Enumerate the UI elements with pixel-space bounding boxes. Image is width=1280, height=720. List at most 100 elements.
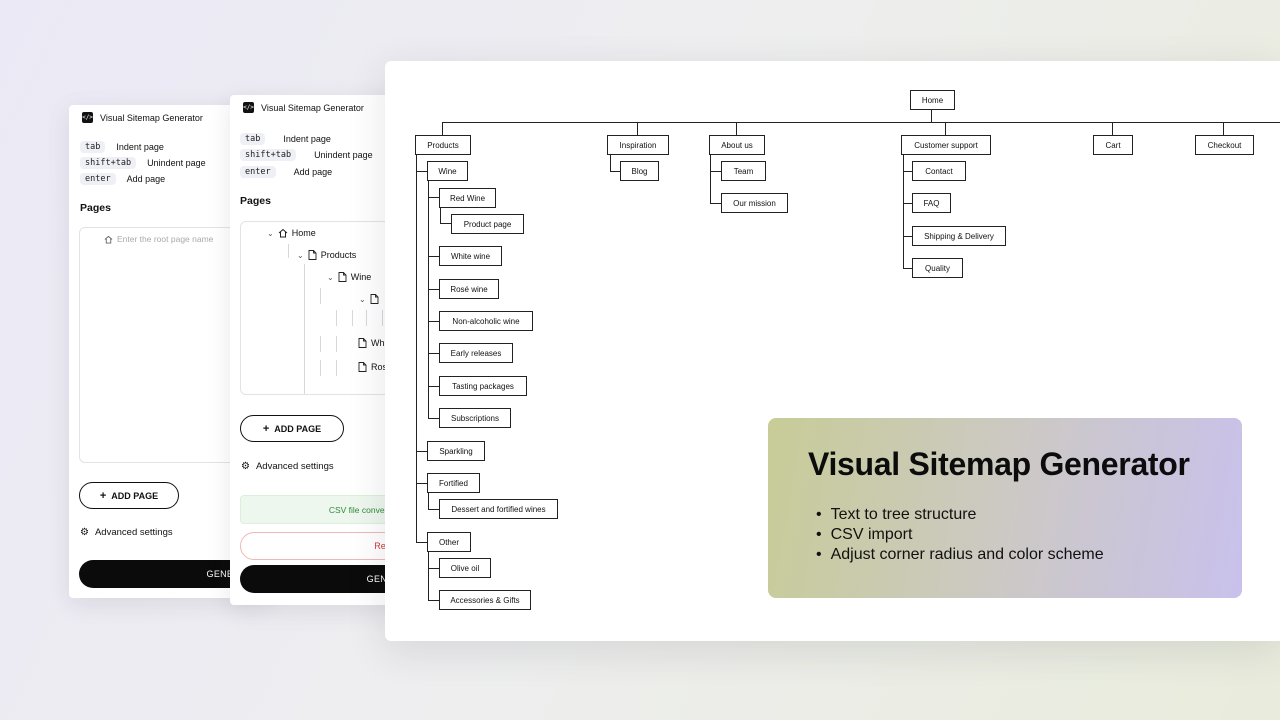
app-header: </> Visual Sitemap Generator	[243, 102, 364, 113]
promo-feature: • CSV import	[816, 526, 912, 544]
connector	[428, 180, 429, 418]
tree-item-label: Home	[291, 228, 316, 238]
sitemap-node-cart: Cart	[1093, 135, 1133, 155]
connector	[945, 122, 946, 136]
page-icon	[308, 250, 317, 260]
sitemap-node-dessert: Dessert and fortified wines	[439, 499, 558, 519]
connector	[440, 206, 441, 224]
pages-tree[interactable]: ⌄ Home ⌄ Products ⌄ Wine ⌄ Whi	[240, 221, 430, 395]
promo-feature: • Text to tree structure	[816, 506, 976, 524]
tree-item-rose-wine[interactable]: Ros	[358, 362, 387, 372]
shortcut-key: tab	[80, 141, 106, 153]
chevron-down-icon[interactable]: ⌄	[297, 250, 304, 260]
sitemap-node-shipping: Shipping & Delivery	[912, 226, 1006, 246]
sitemap-node-product-page: Product page	[451, 214, 524, 234]
sitemap-node-wine: Wine	[427, 161, 468, 181]
shortcut-add: enter Add page	[240, 166, 332, 178]
connector	[903, 268, 913, 269]
sitemap-node-rose-wine: Rosé wine	[439, 279, 499, 299]
home-icon	[104, 235, 113, 244]
connector	[428, 600, 439, 601]
app-header: </> Visual Sitemap Generator	[82, 112, 203, 123]
shortcut-key: enter	[240, 166, 276, 178]
generate-label: GENERAT	[206, 569, 252, 579]
plus-icon: +	[262, 422, 270, 435]
root-page-input[interactable]: Enter the root page name	[104, 234, 213, 244]
add-page-button[interactable]: + ADD PAGE	[240, 415, 344, 442]
connector	[637, 122, 638, 136]
connector	[903, 236, 913, 237]
shortcut-key: enter	[80, 173, 116, 185]
pages-title: Pages	[240, 195, 271, 207]
promo-feature: • Adjust corner radius and color scheme	[816, 546, 1104, 564]
connector	[710, 203, 721, 204]
tree-item-label: Wine	[350, 272, 372, 282]
connector	[416, 451, 427, 452]
tree-item-products[interactable]: ⌄ Products	[297, 250, 356, 260]
advanced-settings-toggle[interactable]: ⚙ Advanced settings	[80, 527, 173, 538]
add-page-button[interactable]: + ADD PAGE	[79, 482, 179, 509]
shortcut-action: Unindent page	[147, 158, 206, 168]
pages-editor[interactable]: Enter the root page name	[79, 227, 269, 463]
sitemap-node-sparkling: Sparkling	[427, 441, 485, 461]
connector	[428, 197, 439, 198]
tree-item-home[interactable]: ⌄ Home	[267, 228, 316, 238]
sitemap-node-fortified: Fortified	[427, 473, 480, 493]
connector	[428, 509, 439, 510]
tree-item-white-wine[interactable]: Whi	[358, 338, 387, 348]
sitemap-node-non-alcoholic: Non-alcoholic wine	[439, 311, 533, 331]
bullet-icon: •	[816, 526, 822, 543]
sitemap-node-early-releases: Early releases	[439, 343, 513, 363]
tree-item-wine[interactable]: ⌄ Wine	[327, 272, 371, 282]
sitemap-node-mission: Our mission	[721, 193, 788, 213]
indent-guide	[320, 288, 321, 304]
shortcut-action: Unindent page	[314, 150, 373, 160]
promo-title: Visual Sitemap Generator	[808, 446, 1190, 482]
sitemap-node-checkout: Checkout	[1195, 135, 1254, 155]
shortcut-action: Add page	[293, 167, 333, 177]
tree-item-red-wine[interactable]: ⌄	[359, 294, 379, 304]
connector	[428, 256, 439, 257]
sitemap-node-subscriptions: Subscriptions	[439, 408, 511, 428]
connector	[903, 203, 913, 204]
sitemap-node-support: Customer support	[901, 135, 991, 155]
indent-guide	[320, 360, 321, 376]
advanced-settings-label: Advanced settings	[255, 461, 334, 472]
code-logo-icon: </>	[243, 102, 254, 113]
sitemap-node-blog: Blog	[620, 161, 659, 181]
chevron-down-icon[interactable]: ⌄	[267, 228, 274, 238]
page-icon	[358, 362, 367, 372]
app-title: Visual Sitemap Generator	[261, 102, 364, 113]
sitemap-node-products: Products	[415, 135, 471, 155]
bullet-icon: •	[816, 506, 822, 523]
connector	[610, 154, 611, 172]
sitemap-node-other: Other	[427, 532, 471, 552]
connector	[736, 122, 737, 136]
page-icon	[370, 294, 379, 304]
indent-guide	[352, 310, 353, 326]
connector	[428, 493, 429, 510]
sitemap-node-contact: Contact	[912, 161, 966, 181]
chevron-down-icon[interactable]: ⌄	[359, 294, 366, 304]
connector	[416, 171, 427, 172]
gear-icon: ⚙	[241, 461, 250, 472]
promo-feature-text: CSV import	[830, 526, 913, 543]
connector	[428, 568, 439, 569]
promo-feature-text: Text to tree structure	[830, 506, 977, 523]
shortcut-unindent: shift+tab Unindent page	[80, 157, 206, 169]
sitemap-node-red-wine: Red Wine	[439, 188, 496, 208]
advanced-settings-toggle[interactable]: ⚙ Advanced settings	[241, 461, 334, 472]
sitemap-node-tasting: Tasting packages	[439, 376, 527, 396]
connector	[428, 386, 439, 387]
connector	[903, 154, 904, 269]
connector	[428, 321, 439, 322]
chevron-down-icon[interactable]: ⌄	[327, 272, 334, 282]
connector	[428, 289, 439, 290]
csv-success-text: CSV file converted to si	[328, 504, 418, 515]
connector	[710, 154, 711, 204]
indent-guide	[336, 360, 337, 376]
connector	[428, 418, 439, 419]
add-page-label: ADD PAGE	[111, 490, 159, 501]
connector	[931, 109, 932, 123]
tree-item-label: Ros	[371, 362, 388, 372]
